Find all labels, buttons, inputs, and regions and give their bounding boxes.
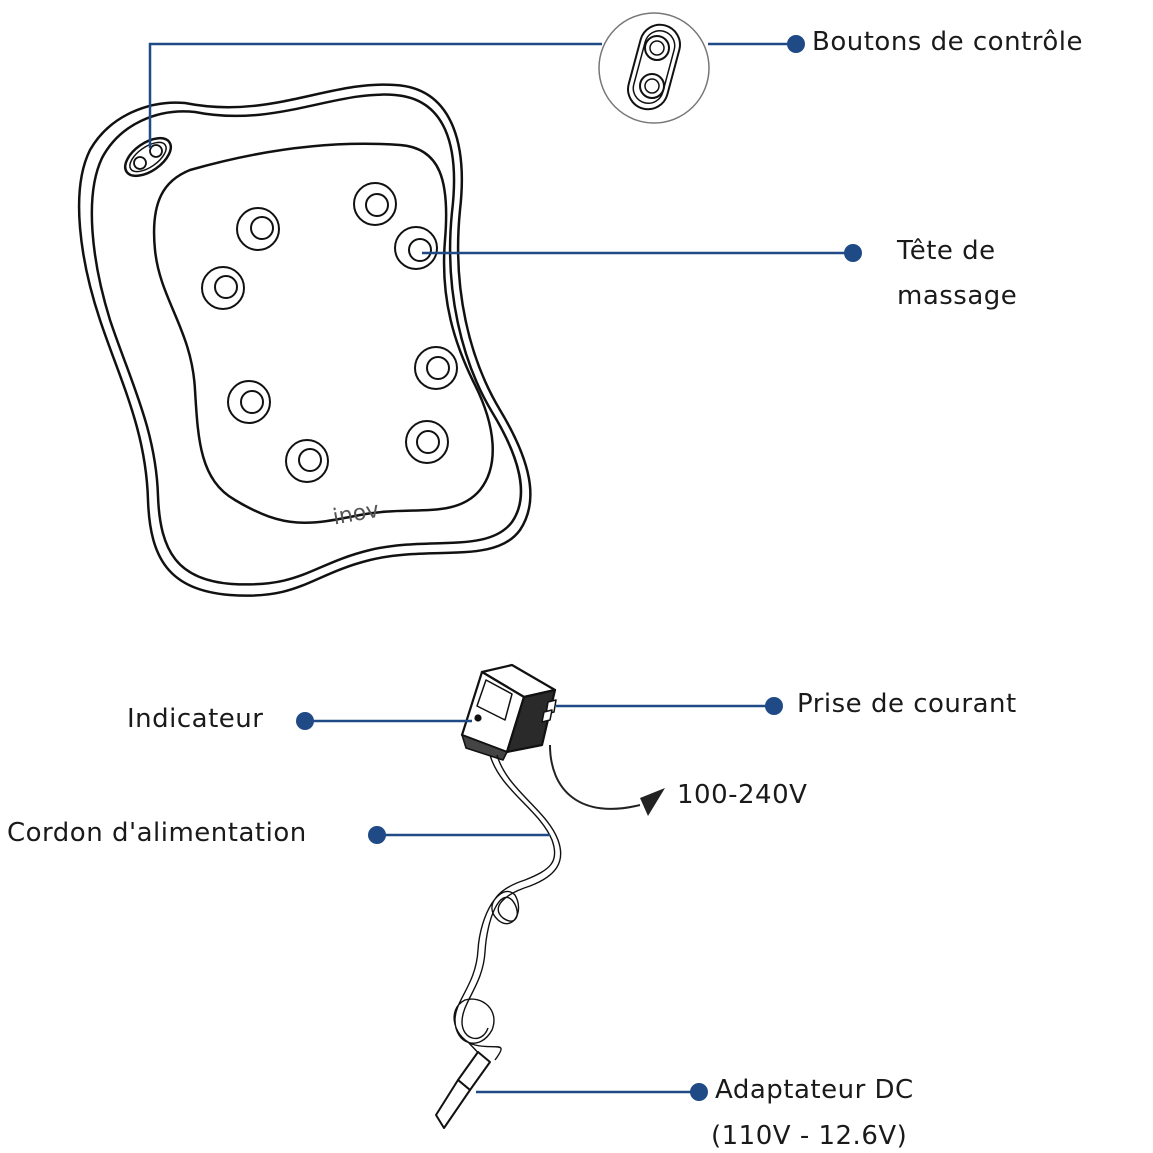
voltage-arrow xyxy=(549,744,665,816)
power-cord-label: Cordon d'alimentation xyxy=(7,818,307,848)
control-buttons-label: Boutons de contrôle xyxy=(812,27,1083,57)
callout-lines xyxy=(148,42,852,1094)
pad-control-buttons xyxy=(123,136,173,178)
massage-head-label-line2: massage xyxy=(897,281,1018,311)
massage-pad-icon xyxy=(77,83,532,597)
dc-connector-icon xyxy=(435,1051,491,1129)
indicator-label: Indicateur xyxy=(127,704,264,734)
callout-dots xyxy=(296,35,862,1101)
massage-head-label-line1: Tête de xyxy=(897,236,996,266)
brand-logo: inov xyxy=(331,498,381,531)
voltage-input-label: 100-240V xyxy=(677,780,808,810)
power-plug-label: Prise de courant xyxy=(797,689,1017,719)
dc-adapter-label-line2: (110V - 12.6V) xyxy=(711,1121,908,1151)
control-buttons-icon xyxy=(598,12,710,124)
massage-nodes xyxy=(201,182,458,483)
power-adapter-icon xyxy=(460,663,557,761)
power-cord-icon xyxy=(453,754,562,1061)
dc-adapter-label-line1: Adaptateur DC xyxy=(715,1075,914,1105)
